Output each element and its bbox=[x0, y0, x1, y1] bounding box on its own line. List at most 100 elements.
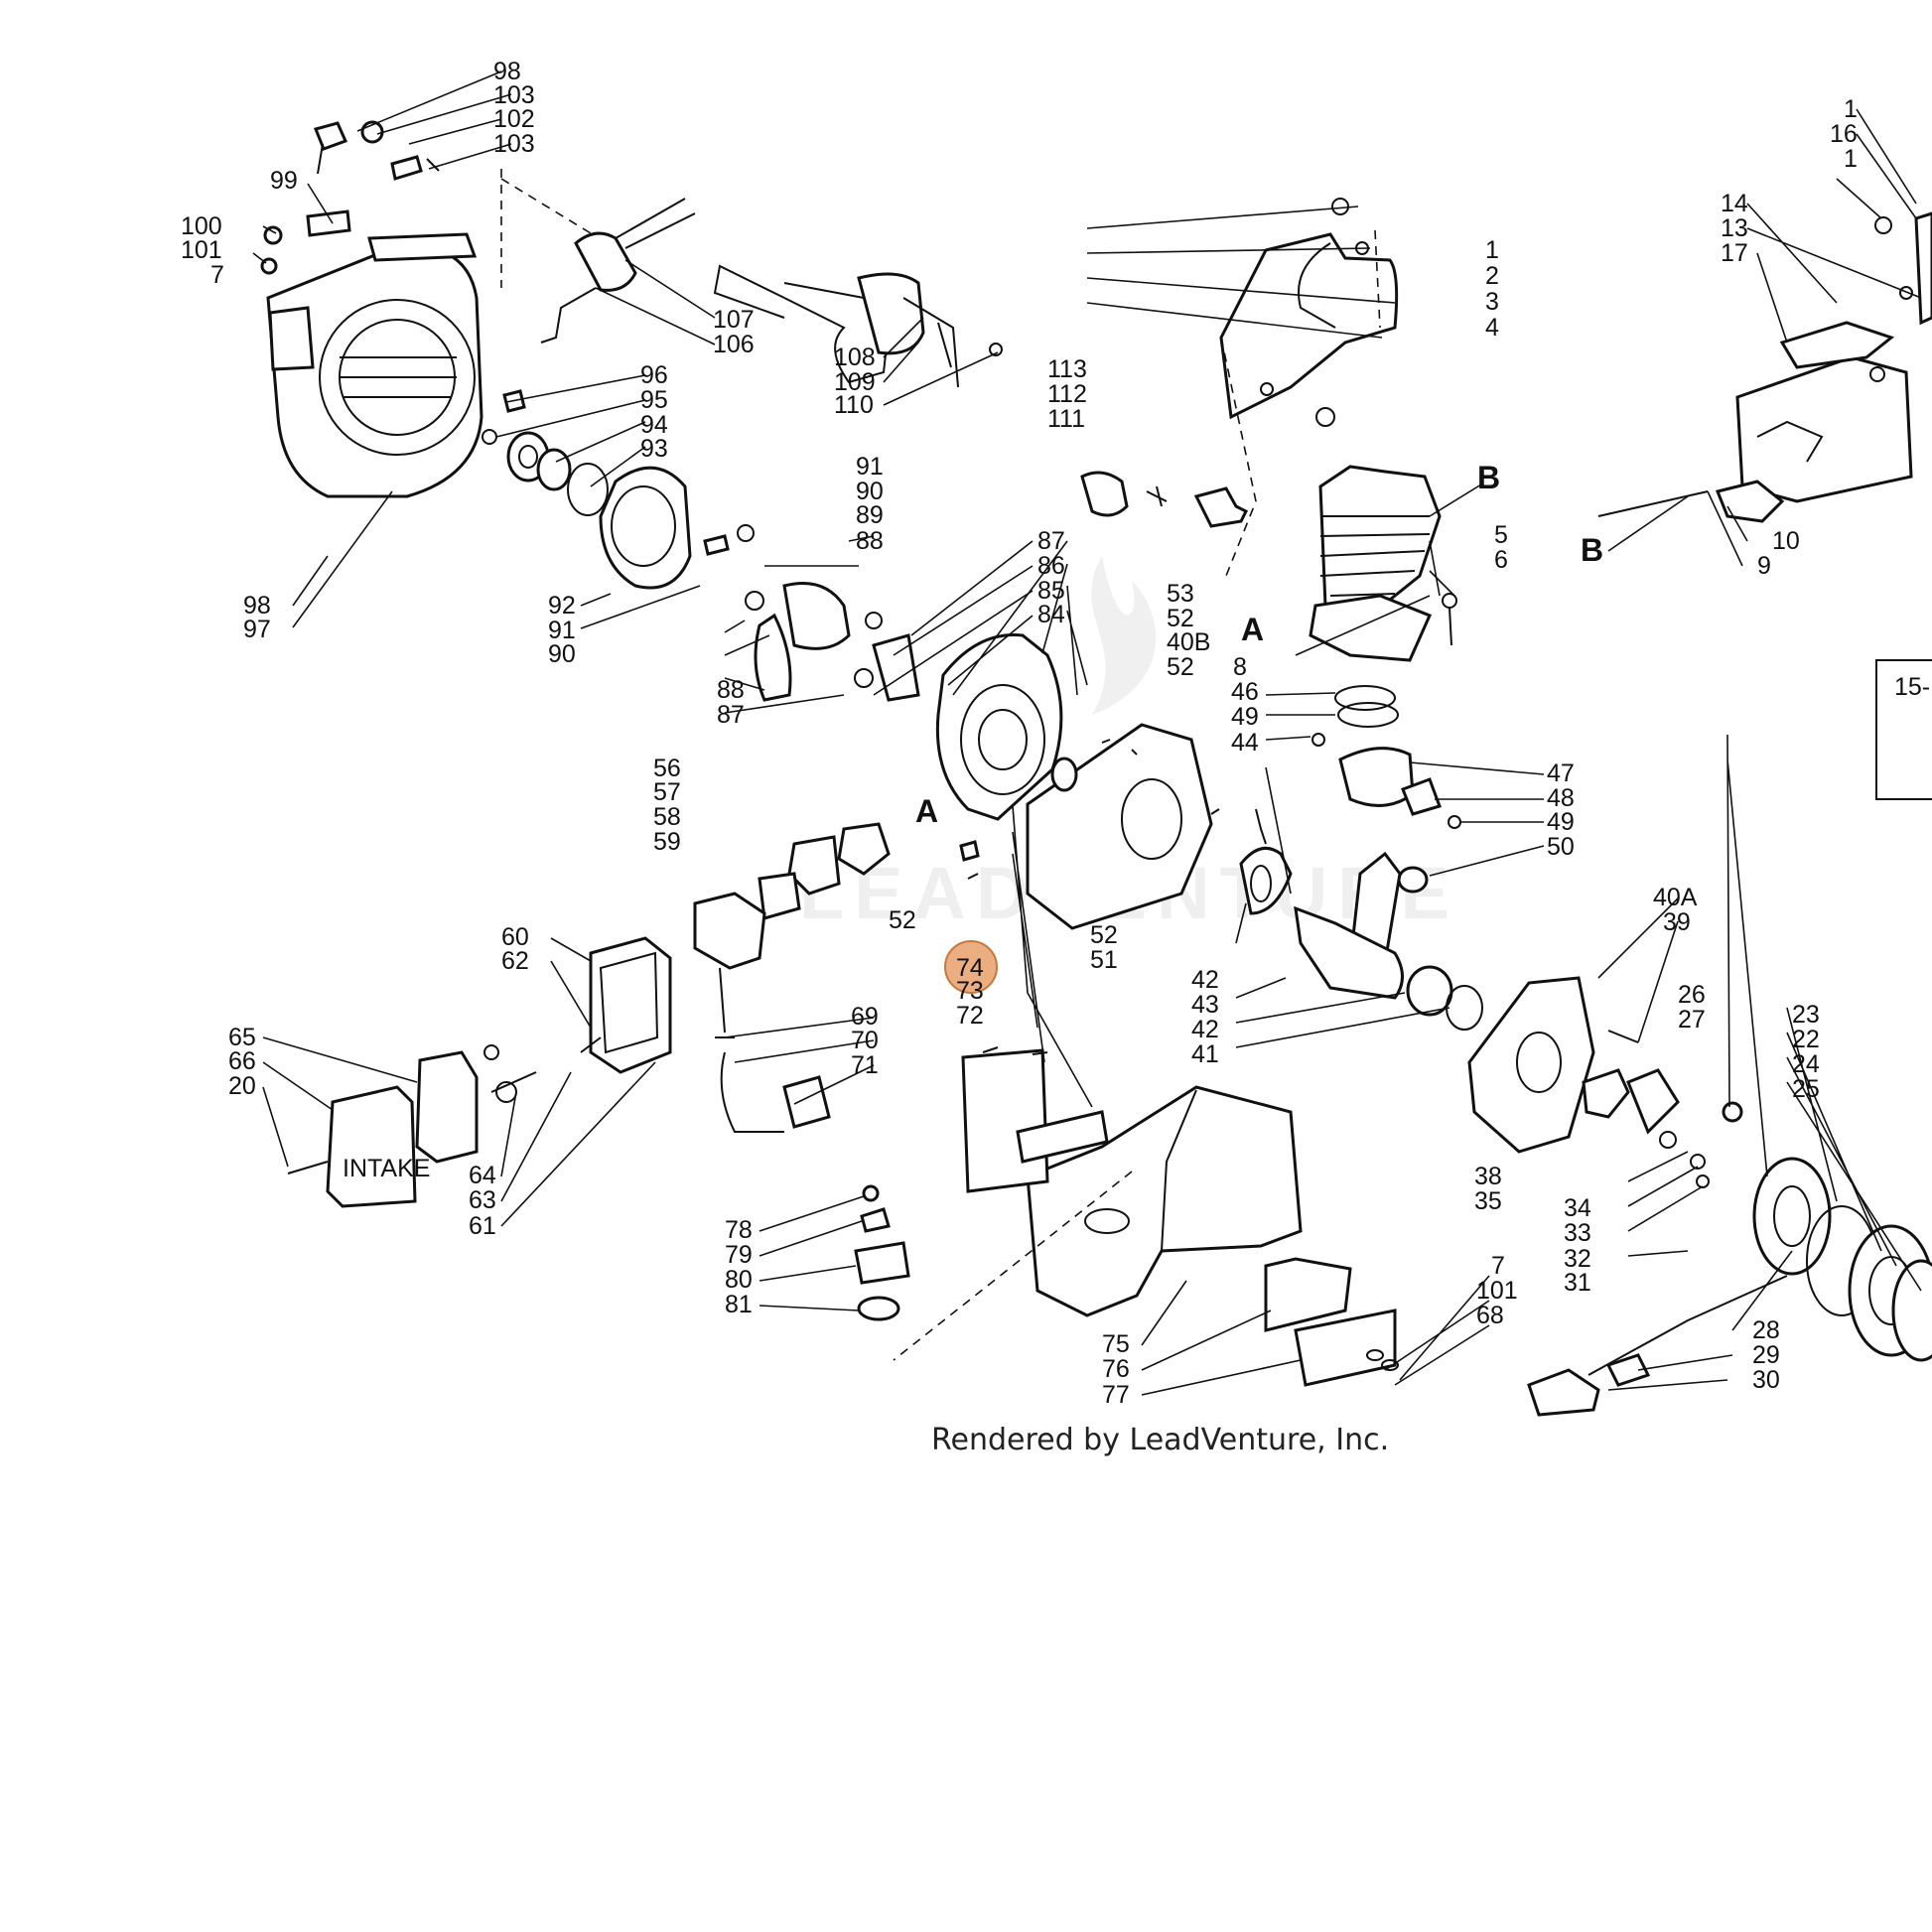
callout[interactable]: 60 bbox=[501, 923, 529, 951]
callout[interactable]: 68 bbox=[1476, 1302, 1504, 1329]
callout[interactable]: 46 bbox=[1231, 678, 1259, 706]
callout[interactable]: 52 bbox=[1167, 653, 1194, 681]
callout[interactable]: 89 bbox=[856, 501, 884, 529]
callout[interactable]: 90 bbox=[548, 640, 576, 668]
callout[interactable]: 34 bbox=[1564, 1194, 1591, 1222]
callout[interactable]: 61 bbox=[469, 1212, 496, 1240]
callout[interactable]: 90 bbox=[856, 478, 884, 505]
callout[interactable]: 29 bbox=[1752, 1341, 1780, 1369]
callout[interactable]: 43 bbox=[1191, 991, 1219, 1019]
callout[interactable]: 10 bbox=[1772, 527, 1800, 555]
callout[interactable]: 101 bbox=[181, 236, 222, 264]
callout[interactable]: 98 bbox=[243, 592, 271, 620]
callout[interactable]: 78 bbox=[725, 1216, 753, 1244]
callout[interactable]: 76 bbox=[1102, 1355, 1130, 1383]
callout[interactable]: 80 bbox=[725, 1266, 753, 1294]
callout[interactable]: 53 bbox=[1167, 580, 1194, 608]
callout[interactable]: 1 bbox=[1485, 236, 1499, 264]
callout[interactable]: 52 bbox=[1167, 605, 1194, 632]
callout[interactable]: 71 bbox=[851, 1051, 879, 1079]
callout[interactable]: 111 bbox=[1047, 405, 1085, 433]
callout[interactable]: 38 bbox=[1474, 1163, 1502, 1190]
callout[interactable]: 7 bbox=[1491, 1252, 1505, 1280]
callout[interactable]: 113 bbox=[1047, 355, 1087, 383]
callout[interactable]: 72 bbox=[956, 1002, 984, 1030]
callout[interactable]: 48 bbox=[1547, 784, 1575, 812]
callout[interactable]: 66 bbox=[228, 1047, 256, 1075]
callout[interactable]: 77 bbox=[1102, 1381, 1130, 1409]
callout[interactable]: 87 bbox=[717, 701, 745, 729]
callout[interactable]: 73 bbox=[956, 977, 984, 1005]
callout[interactable]: 27 bbox=[1678, 1006, 1706, 1034]
callout[interactable]: 9 bbox=[1757, 552, 1771, 580]
callout[interactable]: 44 bbox=[1231, 729, 1259, 757]
callout[interactable]: 88 bbox=[856, 527, 884, 555]
callout[interactable]: 22 bbox=[1792, 1026, 1820, 1053]
callout[interactable]: 109 bbox=[834, 368, 876, 396]
callout[interactable]: 7 bbox=[210, 261, 224, 289]
callout[interactable]: 42 bbox=[1191, 966, 1219, 994]
callout[interactable]: 103 bbox=[493, 81, 535, 109]
callout[interactable]: 103 bbox=[493, 130, 535, 158]
callout[interactable]: 33 bbox=[1564, 1219, 1591, 1247]
callout[interactable]: 31 bbox=[1564, 1269, 1591, 1297]
callout[interactable]: 4 bbox=[1485, 314, 1499, 342]
callout[interactable]: 35 bbox=[1474, 1187, 1502, 1215]
callout[interactable]: 87 bbox=[1037, 527, 1065, 555]
callout[interactable]: 95 bbox=[640, 386, 668, 414]
callout[interactable]: 79 bbox=[725, 1241, 753, 1269]
callout[interactable]: 52 bbox=[889, 906, 916, 934]
callout[interactable]: 102 bbox=[493, 105, 535, 133]
callout[interactable]: 6 bbox=[1494, 546, 1508, 574]
callout[interactable]: 25 bbox=[1792, 1075, 1820, 1103]
callout[interactable]: 70 bbox=[851, 1027, 879, 1054]
callout[interactable]: 49 bbox=[1547, 808, 1575, 836]
callout[interactable]: 112 bbox=[1047, 380, 1087, 408]
callout[interactable]: 57 bbox=[653, 778, 681, 806]
callout[interactable]: 28 bbox=[1752, 1316, 1780, 1344]
callout-74-highlighted[interactable]: 74 bbox=[956, 954, 984, 982]
callout[interactable]: 69 bbox=[851, 1003, 879, 1031]
callout[interactable]: 16 bbox=[1830, 120, 1858, 148]
callout[interactable]: 99 bbox=[270, 167, 298, 195]
callout[interactable]: 47 bbox=[1547, 759, 1575, 787]
callout[interactable]: 63 bbox=[469, 1186, 496, 1214]
callout[interactable]: 98 bbox=[493, 58, 521, 85]
callout[interactable]: 1 bbox=[1844, 145, 1858, 173]
callout[interactable]: 106 bbox=[713, 331, 755, 358]
callout[interactable]: 64 bbox=[469, 1162, 496, 1189]
callout[interactable]: 8 bbox=[1233, 653, 1247, 681]
callout[interactable]: 65 bbox=[228, 1024, 256, 1051]
callout[interactable]: 107 bbox=[713, 306, 755, 334]
callout[interactable]: 39 bbox=[1663, 908, 1691, 936]
callout[interactable]: 3 bbox=[1485, 288, 1499, 316]
callout[interactable]: 92 bbox=[548, 592, 576, 620]
callout[interactable]: 13 bbox=[1721, 214, 1748, 242]
highlight-marker[interactable] bbox=[944, 940, 998, 994]
callout[interactable]: 91 bbox=[548, 617, 576, 644]
callout[interactable]: 24 bbox=[1792, 1050, 1820, 1078]
callout[interactable]: 40A bbox=[1653, 884, 1698, 911]
callout[interactable]: 42 bbox=[1191, 1016, 1219, 1043]
callout[interactable]: 100 bbox=[181, 212, 222, 240]
callout[interactable]: 93 bbox=[640, 435, 668, 463]
callout[interactable]: 41 bbox=[1191, 1040, 1219, 1068]
callout[interactable]: 75 bbox=[1102, 1330, 1130, 1358]
callout[interactable]: 84 bbox=[1037, 601, 1065, 628]
callout[interactable]: 26 bbox=[1678, 981, 1706, 1009]
callout[interactable]: 2 bbox=[1485, 262, 1499, 290]
callout[interactable]: 50 bbox=[1547, 833, 1575, 861]
callout[interactable]: 108 bbox=[834, 344, 876, 371]
callout[interactable]: 96 bbox=[640, 361, 668, 389]
callout[interactable]: 32 bbox=[1564, 1245, 1591, 1273]
callout[interactable]: 97 bbox=[243, 616, 271, 643]
callout[interactable]: 101 bbox=[1476, 1277, 1518, 1305]
callout[interactable]: 40B bbox=[1167, 628, 1210, 656]
callout[interactable]: 17 bbox=[1721, 239, 1748, 267]
callout[interactable]: 14 bbox=[1721, 190, 1748, 217]
callout[interactable]: 56 bbox=[653, 755, 681, 782]
callout[interactable]: 94 bbox=[640, 411, 668, 439]
callout[interactable]: 110 bbox=[834, 391, 874, 419]
callout[interactable]: 20 bbox=[228, 1072, 256, 1100]
callout[interactable]: 58 bbox=[653, 803, 681, 831]
